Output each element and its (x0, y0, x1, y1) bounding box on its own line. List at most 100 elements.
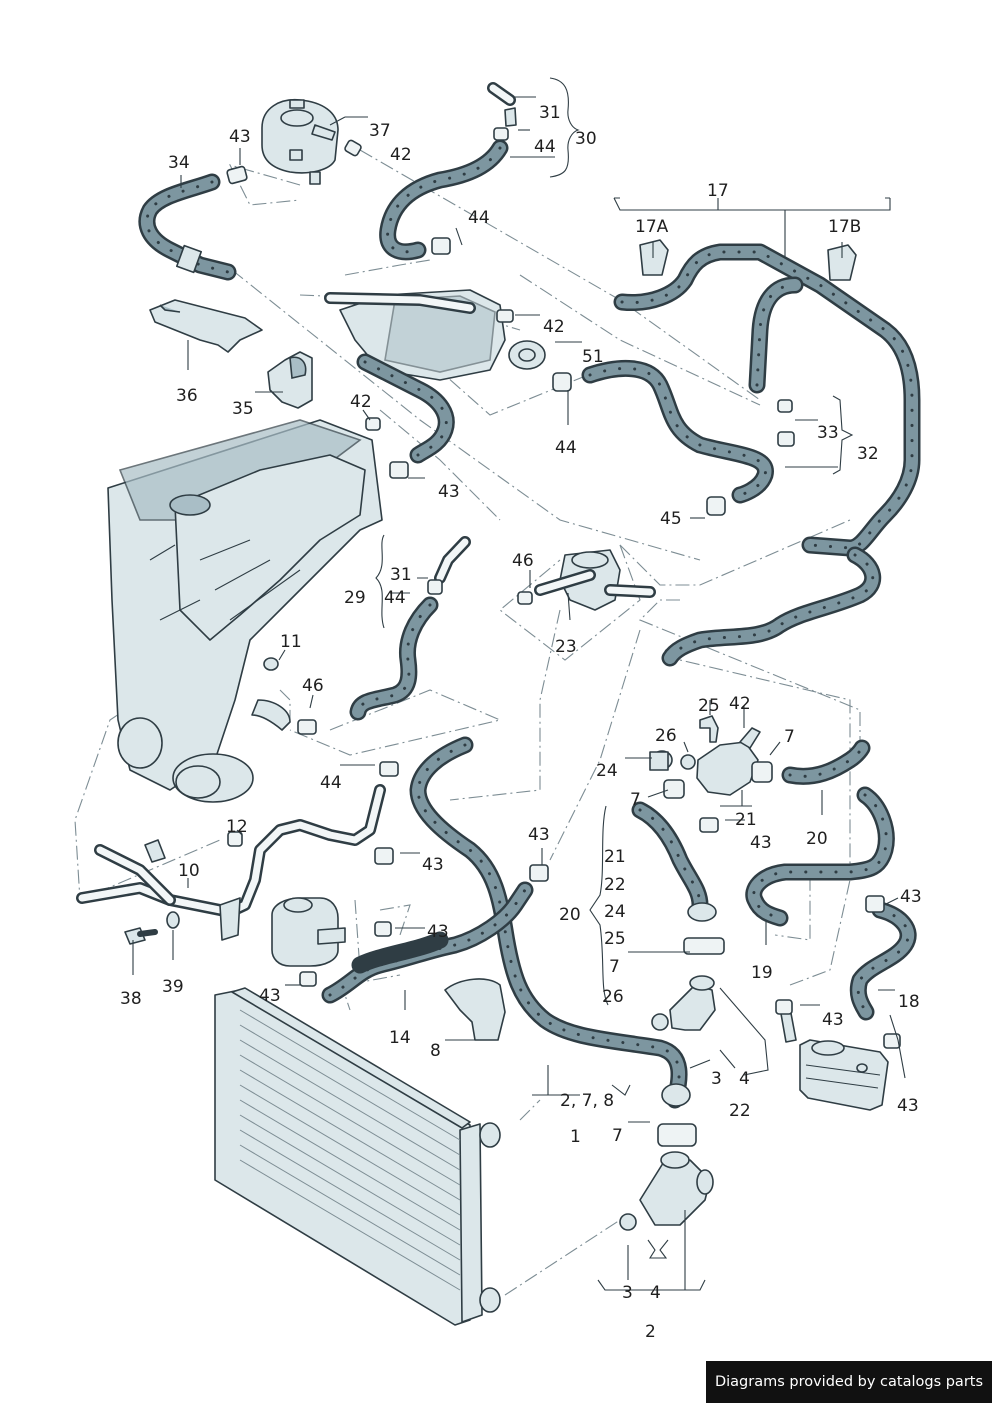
hose-18 (849, 901, 917, 1021)
label-38: 38 (120, 989, 142, 1009)
label-43b: 43 (438, 482, 460, 502)
label-44d: 44 (384, 588, 406, 608)
label-43a: 43 (229, 127, 251, 147)
label-25a: 25 (698, 696, 720, 716)
label-17b: 17B (828, 217, 861, 237)
leader-lines (132, 77, 906, 1291)
label-31b: 31 (390, 565, 412, 585)
label-36: 36 (176, 386, 198, 406)
label-2-7-8: 2, 7, 8 (560, 1091, 614, 1111)
label-17: 17 (707, 181, 729, 201)
thermostat-housing (534, 549, 656, 611)
label-46b: 46 (302, 676, 324, 696)
label-51: 51 (582, 347, 604, 367)
connector-17b (827, 244, 857, 281)
label-20b: 20 (559, 905, 581, 925)
label-37: 37 (369, 121, 391, 141)
label-21b: 21 (604, 847, 626, 867)
label-20a: 20 (806, 829, 828, 849)
pipe-upper-31 (487, 82, 517, 127)
label-24b: 24 (604, 902, 626, 922)
reservoir-lower (271, 897, 346, 967)
hose-29 (349, 596, 439, 721)
label-43f: 43 (900, 887, 922, 907)
label-11: 11 (280, 632, 302, 652)
housing-lower (619, 1151, 714, 1259)
label-19: 19 (751, 963, 773, 983)
label-1: 1 (570, 1127, 581, 1147)
label-44e: 44 (320, 773, 342, 793)
label-42a: 42 (390, 145, 412, 165)
oil-cooler (779, 1007, 889, 1111)
hose-7-left (631, 801, 717, 922)
hose-34 (138, 173, 237, 281)
label-42b: 42 (543, 317, 565, 337)
label-32: 32 (857, 444, 879, 464)
label-8: 8 (430, 1041, 441, 1061)
label-29: 29 (344, 588, 366, 608)
label-18: 18 (898, 992, 920, 1012)
bracket-35 (267, 351, 313, 409)
label-33: 33 (817, 423, 839, 443)
label-23: 23 (555, 637, 577, 657)
label-35: 35 (232, 399, 254, 419)
egr-cooler (324, 289, 546, 381)
label-7d: 7 (612, 1126, 623, 1146)
label-39: 39 (162, 977, 184, 997)
label-26b: 26 (602, 987, 624, 1007)
housing-mid (651, 975, 716, 1031)
label-22a: 22 (604, 875, 626, 895)
hose-main (409, 736, 691, 1109)
label-43h: 43 (259, 986, 281, 1006)
bracket-8 (444, 978, 506, 1041)
label-30: 30 (575, 129, 597, 149)
hose-19 (745, 786, 895, 927)
label-43d: 43 (750, 833, 772, 853)
label-4a: 4 (739, 1069, 750, 1089)
part-labels: 34 43 37 42 31 44 30 44 17 17A 17B 42 51… (120, 103, 922, 1342)
bracket-36 (149, 299, 263, 353)
label-7a: 7 (784, 727, 795, 747)
washer-39 (166, 911, 180, 929)
label-42d: 42 (729, 694, 751, 714)
hose-14 (321, 881, 534, 1004)
hose-egr-down (356, 353, 455, 464)
label-34: 34 (168, 153, 190, 173)
label-7b: 7 (630, 790, 641, 810)
label-44a: 44 (534, 137, 556, 157)
label-10: 10 (178, 861, 200, 881)
label-4b: 4 (650, 1283, 661, 1303)
label-24a: 24 (596, 761, 618, 781)
label-7c: 7 (609, 957, 620, 977)
expansion-tank (261, 99, 339, 185)
label-31a: 31 (539, 103, 561, 123)
attribution-text: Diagrams provided by catalogs parts (714, 1374, 984, 1390)
connector-21 (649, 715, 761, 796)
hose-51 (581, 359, 774, 504)
engine-block (107, 419, 383, 803)
hose-clamps (226, 127, 901, 1147)
label-2: 2 (645, 1322, 656, 1342)
label-3b: 3 (622, 1283, 633, 1303)
label-22b: 22 (729, 1101, 751, 1121)
label-12: 12 (226, 817, 248, 837)
label-43j: 43 (897, 1096, 919, 1116)
connector-17a (639, 239, 669, 276)
label-21a: 21 (735, 810, 757, 830)
label-44c: 44 (555, 438, 577, 458)
label-14: 14 (389, 1028, 411, 1048)
hose-20 (781, 739, 871, 785)
label-26a: 26 (655, 726, 677, 746)
bolt-38 (124, 927, 158, 945)
label-25b: 25 (604, 929, 626, 949)
label-43c: 43 (528, 825, 550, 845)
label-46a: 46 (512, 551, 534, 571)
coolant-pipe-10 (76, 784, 386, 941)
label-42c: 42 (350, 392, 372, 412)
pipe-mid-31 (434, 536, 471, 584)
radiator (214, 987, 501, 1326)
hose-17 (613, 243, 921, 667)
label-43i: 43 (822, 1010, 844, 1030)
label-43e: 43 (422, 855, 444, 875)
